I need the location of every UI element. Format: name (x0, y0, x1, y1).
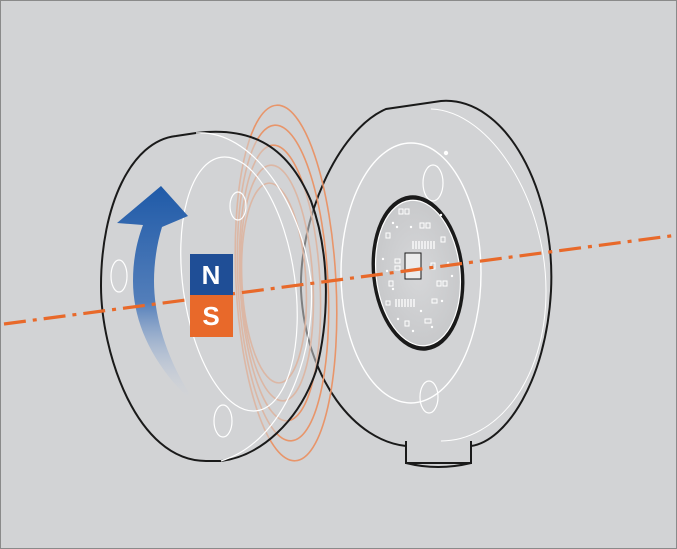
hall-sensor-chip (405, 253, 421, 279)
magnet-south-label: S (202, 301, 219, 331)
permanent-magnet: N S (190, 254, 233, 337)
magnet-north-label: N (202, 260, 221, 290)
